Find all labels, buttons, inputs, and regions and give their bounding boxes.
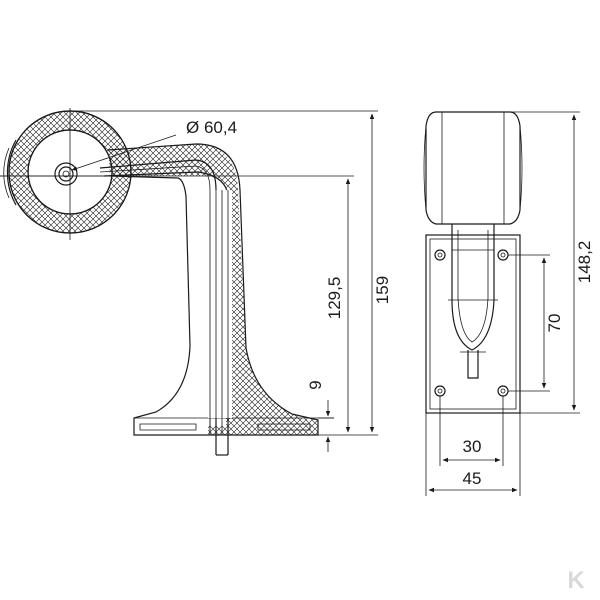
mounting-hole bbox=[497, 385, 509, 397]
arm bbox=[99, 143, 319, 456]
front-view: 148,2 70 30 45 bbox=[423, 111, 594, 496]
dimension-lens-diameter: Ø 60,4 bbox=[186, 118, 237, 137]
mounting-plate bbox=[425, 224, 521, 414]
watermark-logo: K bbox=[567, 567, 585, 594]
diameter-callout: Ø 60,4 bbox=[71, 118, 237, 171]
dimension-hole-spacing-horizontal: 30 bbox=[463, 437, 482, 456]
side-view: Ø 60,4 159 129,5 9 bbox=[0, 108, 392, 456]
dimension-base-thickness: 9 bbox=[306, 380, 325, 389]
mounting-hole bbox=[434, 249, 446, 261]
dimension-45: 45 bbox=[425, 413, 521, 496]
dimension-plate-width: 45 bbox=[463, 469, 482, 488]
dimension-hole-spacing-vertical: 70 bbox=[545, 314, 564, 333]
dimension-129-5: 129,5 bbox=[325, 178, 351, 433]
dimension-148-2: 148,2 bbox=[508, 111, 594, 414]
dimension-front-height: 148,2 bbox=[575, 241, 594, 284]
dimension-30: 30 bbox=[439, 396, 504, 466]
dimension-70: 70 bbox=[508, 254, 564, 392]
lamp-housing-front bbox=[423, 111, 523, 225]
dimension-9: 9 bbox=[306, 380, 334, 452]
dimension-total-height: 159 bbox=[373, 276, 392, 304]
dimension-arm-height: 129,5 bbox=[325, 277, 344, 320]
mounting-hole bbox=[497, 249, 509, 261]
dimension-159: 159 bbox=[369, 113, 392, 433]
mounting-hole bbox=[434, 385, 446, 397]
